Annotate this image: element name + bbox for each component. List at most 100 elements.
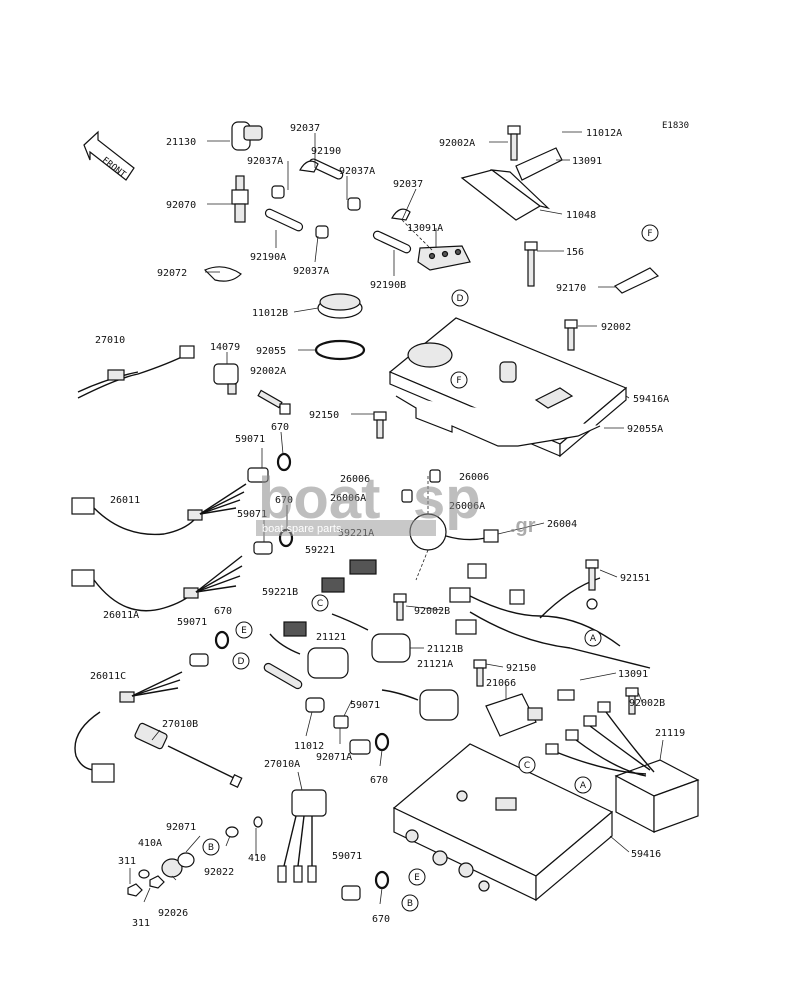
callout-f-cover: F: [450, 371, 468, 389]
bracket-11048: [460, 169, 551, 221]
terminal-hardware: [127, 816, 263, 897]
part-label: 670: [372, 914, 390, 925]
part-label: 92002A: [250, 366, 286, 377]
part-label: 26006A: [449, 501, 485, 512]
part-label: 670: [275, 495, 293, 506]
part-label: 92150: [506, 663, 536, 674]
part-label: 670: [214, 606, 232, 617]
bolt-92151: [585, 559, 599, 610]
callout-c-case: C: [518, 756, 536, 774]
rectifier-21066: [485, 693, 543, 737]
callout-e-case: E: [408, 868, 426, 886]
part-label: 26004: [547, 519, 577, 530]
bolt-92002a: [257, 389, 291, 415]
part-labels: 21130 92037 92037A 92190 92037A 92037 92…: [90, 123, 685, 929]
part-label: 59071: [237, 509, 267, 520]
callout-b-case: B: [401, 894, 419, 912]
watermark-tld: .gr: [510, 515, 536, 537]
connectors-59221: [283, 559, 377, 637]
callout-d-top: D: [451, 289, 469, 307]
part-label: 11012B: [252, 308, 288, 319]
part-label: 26006: [459, 472, 489, 483]
part-label: 27010: [95, 335, 125, 346]
part-label: 670: [370, 775, 388, 786]
part-label: 11012A: [586, 128, 622, 139]
callout-b-left: B: [202, 838, 220, 856]
part-label: 311: [118, 856, 136, 867]
part-label: 59416A: [633, 394, 669, 405]
part-label: 21066: [486, 678, 516, 689]
part-label: 59071: [332, 851, 362, 862]
part-label: 410: [248, 853, 266, 864]
part-label: 11012: [294, 741, 324, 752]
part-label: 59071: [235, 434, 265, 445]
part-label: 13091A: [407, 223, 443, 234]
terminal-13091: [515, 147, 563, 181]
cap-11012: [263, 662, 325, 713]
part-label: 14079: [210, 342, 240, 353]
bolt-156: [524, 241, 538, 287]
part-label: 92071: [166, 822, 196, 833]
gasket-92055a: [395, 395, 601, 447]
leader-lines: [129, 131, 664, 905]
bolt-92002: [564, 319, 578, 351]
part-label: 92002A: [439, 138, 475, 149]
part-label: 92190B: [370, 280, 406, 291]
part-label: 311: [132, 918, 150, 929]
part-label: 92190A: [250, 252, 286, 263]
callout-a-mid: A: [584, 629, 602, 647]
part-label: 92026: [158, 908, 188, 919]
part-label: 92070: [166, 200, 196, 211]
callout-f-top: F: [641, 224, 659, 242]
harness-26011: [71, 483, 247, 536]
svg-text:C: C: [524, 761, 530, 771]
part-label: 92037: [290, 123, 320, 134]
harness-26011c: [74, 671, 183, 783]
svg-text:D: D: [457, 294, 464, 304]
part-label: 410A: [138, 838, 162, 849]
bolt-92150-top: [373, 411, 387, 439]
cable-27010b: [134, 722, 243, 789]
bolt-top: [507, 125, 521, 161]
part-label: 59221: [305, 545, 335, 556]
part-label: 21121B: [427, 644, 463, 655]
part-label: 21130: [166, 137, 196, 148]
coil-21121: [269, 633, 349, 679]
part-label: 27010A: [264, 759, 300, 770]
callout-c-left: C: [311, 594, 329, 612]
bolt-92002b-center: [393, 593, 407, 621]
part-label: 27010B: [162, 719, 198, 730]
hose-clip: [203, 266, 242, 282]
part-label: 26011A: [103, 610, 139, 621]
part-label: 92037A: [339, 166, 375, 177]
watermark-logo: boat sp .gr boat spare parts: [256, 466, 536, 537]
bolt-92150-center: [473, 659, 487, 687]
electric-case-59416: [392, 743, 614, 902]
part-label: 92037: [393, 179, 423, 190]
part-label: 92190: [311, 146, 341, 157]
part-label: 26011: [110, 495, 140, 506]
svg-text:E: E: [241, 626, 247, 636]
part-label: 92170: [556, 283, 586, 294]
part-label: 11048: [566, 210, 596, 221]
part-label: 92071A: [316, 752, 352, 763]
svg-text:B: B: [407, 899, 413, 909]
part-label: 92037A: [247, 156, 283, 167]
svg-text:B: B: [208, 843, 214, 853]
o-ring-92055: [314, 339, 366, 361]
part-label: 92022: [204, 867, 234, 878]
part-label: 92150: [309, 410, 339, 421]
harness-27010: [77, 345, 195, 399]
part-label: 26006: [340, 474, 370, 485]
wire-27010a: [277, 789, 327, 883]
cap-11012b: [317, 293, 363, 319]
part-label: 26006A: [330, 493, 366, 504]
callout-d-left: D: [232, 652, 250, 670]
cdi-unit-21119: [545, 701, 700, 833]
part-label: 670: [271, 422, 289, 433]
part-label: 59221B: [262, 587, 298, 598]
part-label: 92151: [620, 573, 650, 584]
part-label: 92002B: [629, 698, 665, 709]
part-label: 13091: [572, 156, 602, 167]
part-label: 156: [566, 247, 584, 258]
